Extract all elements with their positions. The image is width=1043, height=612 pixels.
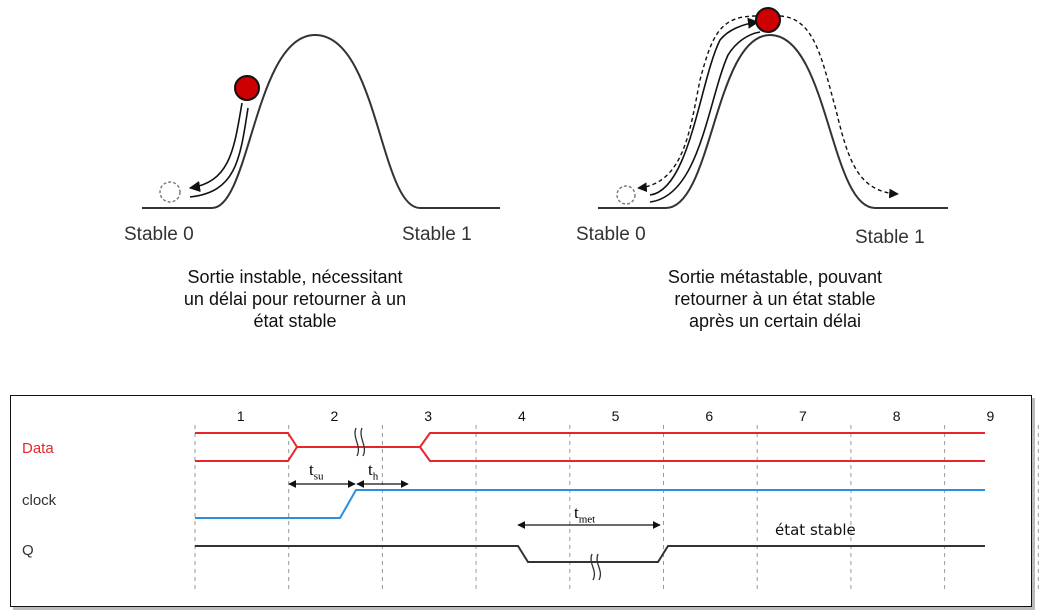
right-hill-curve xyxy=(598,33,948,209)
clock-waveform xyxy=(195,489,985,519)
left-hill-curve xyxy=(142,33,500,209)
timing-diagram-frame xyxy=(10,395,1032,607)
tick-label-3: 3 xyxy=(424,408,433,424)
right-dashed-forward xyxy=(779,15,899,199)
th-label: th xyxy=(368,460,379,483)
left-caption-line-2: un délai pour retourner à un xyxy=(183,289,407,309)
tick-label-5: 5 xyxy=(611,408,620,424)
left-path-arrow-inner xyxy=(189,107,249,198)
data-waveform xyxy=(195,432,985,462)
right-stable-0-label: Stable 0 xyxy=(576,224,646,245)
signal-label-q: Q xyxy=(22,542,34,559)
tick-label-4: 4 xyxy=(517,408,526,424)
right-caption-line-1: Sortie métastable, pouvant xyxy=(667,267,883,287)
data-break-mark xyxy=(354,427,366,457)
right-caption: Sortie métastable, pouvant retourner à u… xyxy=(620,266,930,332)
right-caption-line-3: après un certain délai xyxy=(688,311,862,331)
right-ball xyxy=(755,7,781,33)
tick-label-2: 2 xyxy=(330,408,339,424)
timing-gridlines xyxy=(194,425,1039,592)
q-break-mark xyxy=(590,553,602,581)
tick-label-8: 8 xyxy=(892,408,901,424)
right-ghost-ball xyxy=(616,185,636,205)
stable-state-label: état stable xyxy=(775,521,856,539)
left-path-arrow-outer xyxy=(188,102,243,193)
tsu-label: tsu xyxy=(309,460,324,483)
right-caption-line-2: retourner à un état stable xyxy=(674,289,876,309)
tick-label-6: 6 xyxy=(705,408,714,424)
left-stable-1-label: Stable 1 xyxy=(402,224,472,245)
q-waveform xyxy=(195,545,985,563)
left-ghost-ball xyxy=(159,181,181,203)
right-stable-1-label: Stable 1 xyxy=(855,227,925,248)
right-path-up-outer xyxy=(649,17,760,196)
signal-label-data: Data xyxy=(22,440,54,457)
tick-label-9: 9 xyxy=(986,408,995,424)
left-caption-line-3: état stable xyxy=(253,311,337,331)
left-caption-line-1: Sortie instable, nécessitant xyxy=(187,267,403,287)
left-stable-0-label: Stable 0 xyxy=(124,224,194,245)
tmet-label: tmet xyxy=(574,503,596,526)
right-path-up-inner xyxy=(649,31,761,203)
left-ball xyxy=(234,75,260,101)
energy-diagrams xyxy=(142,7,948,209)
left-caption: Sortie instable, nécessitant un délai po… xyxy=(140,266,450,332)
tick-label-1: 1 xyxy=(236,408,245,424)
signal-label-clock: clock xyxy=(22,492,57,509)
tick-label-7: 7 xyxy=(799,408,807,424)
right-dashed-back xyxy=(637,15,757,193)
